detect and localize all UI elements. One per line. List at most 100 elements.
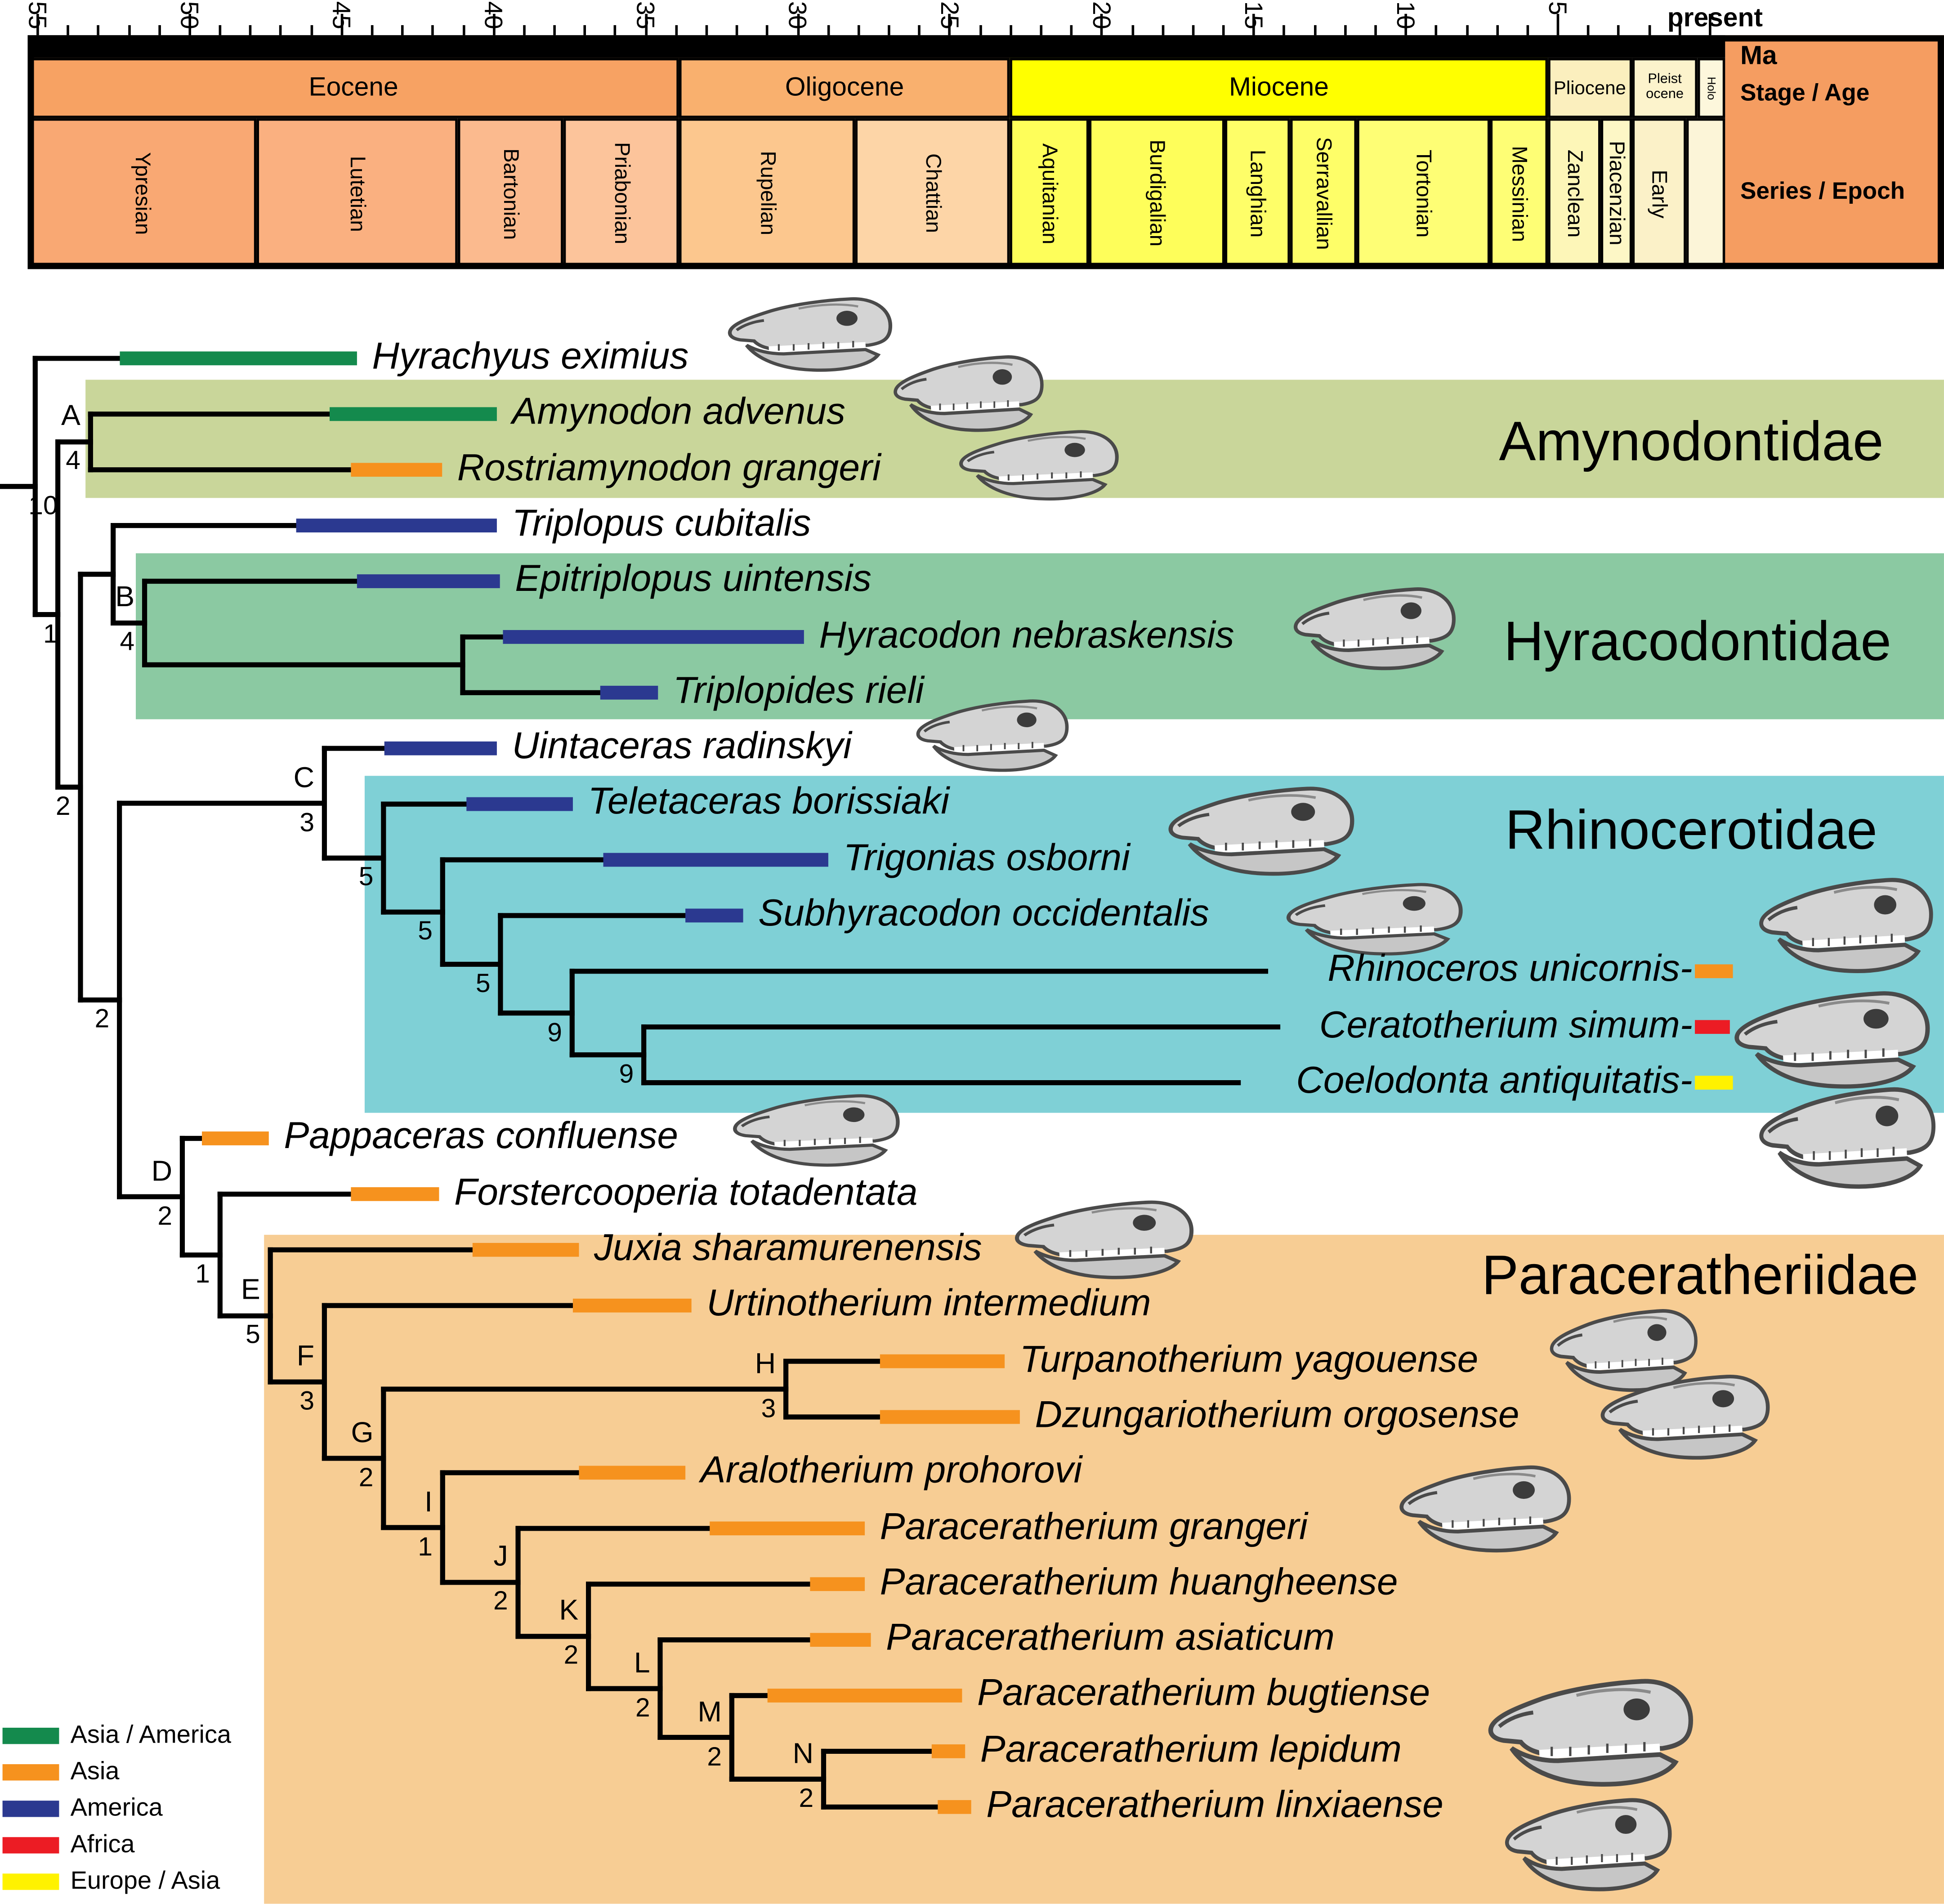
ma-tick [1222, 25, 1225, 36]
ma-tick [675, 25, 678, 36]
ma-tick [1678, 25, 1681, 36]
ma-tick [188, 13, 191, 36]
range-bar [503, 630, 804, 644]
legend-swatch-asia [2, 1764, 59, 1781]
ma-tick [553, 25, 556, 36]
epoch-cell-miocene: Miocene [1010, 58, 1548, 118]
ma-tick [736, 25, 738, 36]
ma-tick-label: 25 [934, 1, 963, 30]
epoch-cell-holo: Holo [1698, 58, 1725, 118]
ma-tick [827, 25, 830, 36]
node-support: 2 [493, 1587, 508, 1617]
range-bar [1695, 1076, 1733, 1090]
stage-cell-rupelian: Rupelian [679, 118, 856, 269]
range-bar [685, 908, 743, 923]
node-support: 3 [761, 1394, 776, 1423]
epoch-cell-oligocene: Oligocene [679, 58, 1010, 118]
family-label-paraceratheriidae: Paraceratheriidae [1481, 1245, 1919, 1307]
legend-item: Europe / Asia [2, 1864, 231, 1900]
stage-cell-zanclean: Zanclean [1548, 118, 1601, 269]
legend-label: Europe / Asia [70, 1867, 220, 1895]
range-bar [600, 685, 658, 700]
legend-swatch-america [2, 1801, 59, 1817]
range-bar [357, 574, 500, 588]
range-bar [603, 853, 828, 867]
node-letter-n: N [792, 1736, 814, 1769]
node-letter-k: K [559, 1593, 579, 1627]
node-letter-m: M [697, 1694, 722, 1728]
taxon-label: Paraceratherium asiaticum [886, 1617, 1335, 1659]
legend-swatch-africa [2, 1837, 59, 1854]
node-support: 9 [547, 1018, 562, 1047]
taxon-label: Forstercooperia totadentata [454, 1171, 918, 1213]
ma-tick [1040, 25, 1043, 36]
node-support: 5 [358, 863, 374, 892]
taxon-label: Urtinotherium intermedium [706, 1283, 1151, 1325]
ma-tick [1526, 25, 1529, 36]
ma-tick [523, 25, 526, 36]
node-letter-i: I [425, 1484, 433, 1518]
ma-tick [766, 25, 769, 36]
epoch-line: ocene [1646, 86, 1684, 102]
taxon-label: Rhinoceros unicornis- [1327, 948, 1693, 990]
node-support: 3 [299, 808, 315, 837]
ma-tick [432, 25, 434, 36]
legend-item: Africa [2, 1827, 231, 1864]
taxon-label: Trigonias osborni [843, 837, 1130, 879]
ma-tick [1435, 25, 1438, 36]
range-bar [1695, 1020, 1730, 1034]
ma-tick-label: 15 [1238, 1, 1267, 30]
node-support: 4 [120, 628, 135, 657]
ma-tick [492, 13, 495, 36]
ma-unit-label: Ma [1740, 41, 1777, 71]
node-letter-g: G [351, 1415, 374, 1448]
node-support: 1 [195, 1260, 210, 1289]
range-bar [120, 351, 357, 366]
ma-tick [584, 25, 586, 36]
range-bar [472, 1243, 579, 1257]
ma-tick [1466, 25, 1468, 36]
ma-tick [918, 25, 921, 36]
ma-tick-label: 50 [174, 1, 202, 30]
range-bar [384, 741, 497, 755]
ma-tick [1404, 13, 1408, 36]
range-bar [351, 463, 442, 477]
ma-tick [310, 25, 313, 36]
ma-tick-label: 45 [326, 1, 355, 30]
stage-cell-lutetian: Lutetian [256, 118, 457, 269]
range-bar [579, 1466, 686, 1480]
stage-cell-ypresian: Ypresian [27, 118, 257, 269]
ma-tick [1161, 25, 1164, 36]
stage-cell-langhian: Langhian [1224, 118, 1290, 269]
epoch-line: Pleist [1648, 72, 1682, 88]
node-letter-e: E [241, 1273, 260, 1306]
ma-tick [979, 25, 982, 36]
node-support: 2 [358, 1463, 374, 1493]
taxon-label: Epitriplopus uintensis [515, 559, 871, 600]
node-support: 4 [66, 447, 80, 476]
taxon-label: Triplopus cubitalis [512, 503, 811, 545]
node-support: 10 [28, 491, 58, 521]
ma-tick [1374, 25, 1377, 36]
ma-tick-label: 40 [478, 1, 507, 30]
node-support: 2 [799, 1784, 814, 1813]
node-support: 2 [55, 792, 71, 821]
taxon-label: Paraceratherium linxiaense [986, 1784, 1443, 1826]
stage-age-label: Stage / Age [1740, 80, 1870, 107]
ma-tick [36, 13, 39, 36]
taxon-label: Teletaceras borissiaki [588, 781, 949, 823]
range-bar [710, 1521, 865, 1536]
stage-cell-tortonian: Tortonian [1356, 118, 1490, 269]
node-support: 9 [619, 1059, 634, 1089]
node-letter-d: D [151, 1154, 173, 1187]
ma-tick [462, 25, 465, 36]
node-letter-a: A [61, 399, 80, 432]
taxon-label: Juxia sharamurenensis [594, 1227, 982, 1269]
timescale-right-panel [1725, 35, 1944, 269]
ma-tick [280, 25, 282, 36]
taxon-label: Uintaceras radinskyi [512, 725, 852, 768]
node-letter-j: J [493, 1539, 508, 1573]
node-support: 2 [635, 1694, 650, 1723]
node-support: 5 [246, 1321, 260, 1350]
